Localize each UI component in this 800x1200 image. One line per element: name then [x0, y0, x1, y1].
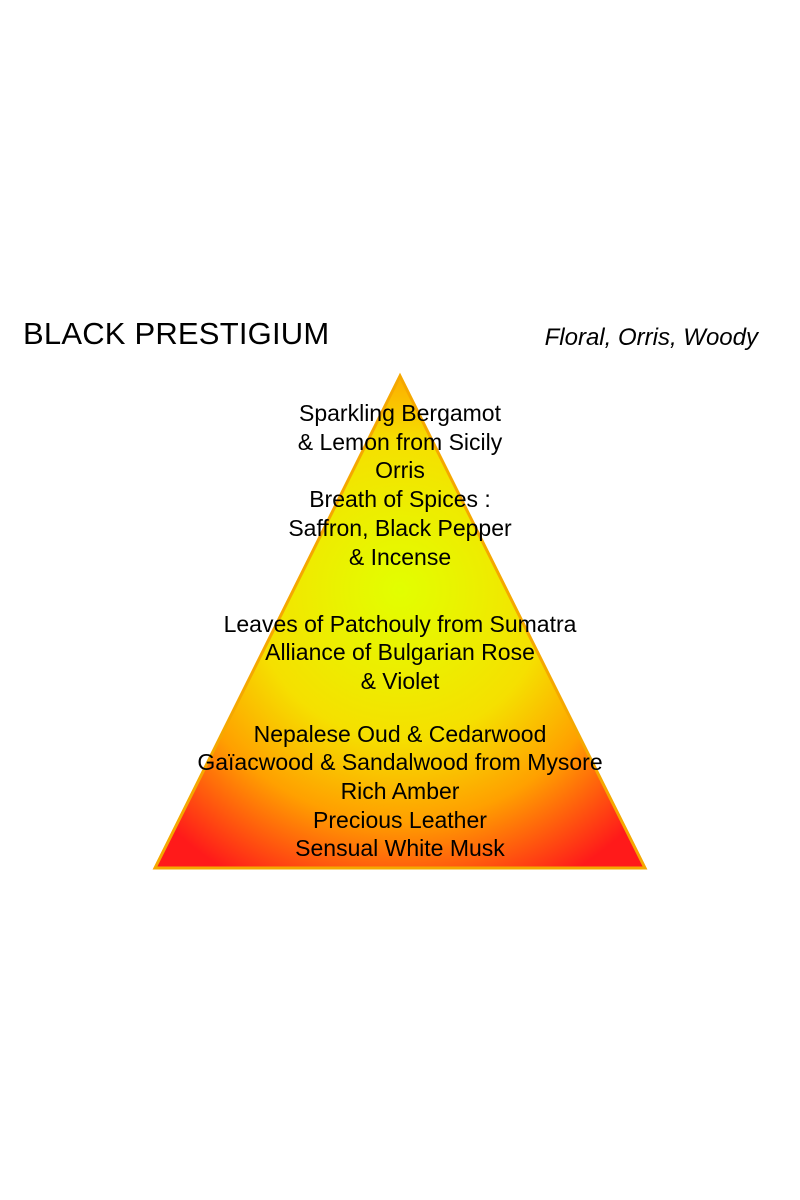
base-note: Nepalese Oud & Cedarwood [253, 721, 547, 747]
base-note: Precious Leather [313, 807, 487, 833]
pyramid-shape [152, 372, 648, 870]
base-note: Rich Amber [340, 778, 460, 804]
perfume-title: BLACK PRESTIGIUM [23, 316, 330, 351]
top-note: Breath of Spices : [309, 486, 491, 512]
base-note: Gaïacwood & Sandalwood from Mysore [197, 749, 603, 775]
heart-note: Alliance of Bulgarian Rose [265, 639, 535, 665]
heart-note: Leaves of Patchouly from Sumatra [223, 611, 577, 637]
top-note: & Lemon from Sicily [297, 429, 503, 455]
top-note: Saffron, Black Pepper [288, 515, 512, 541]
top-note: & Incense [348, 544, 452, 570]
heart-note: & Violet [360, 668, 440, 694]
top-note: Orris [375, 457, 425, 483]
top-note: Sparkling Bergamot [299, 400, 501, 426]
base-note: Sensual White Musk [295, 835, 505, 861]
olfactory-family: Floral, Orris, Woody [544, 324, 758, 351]
